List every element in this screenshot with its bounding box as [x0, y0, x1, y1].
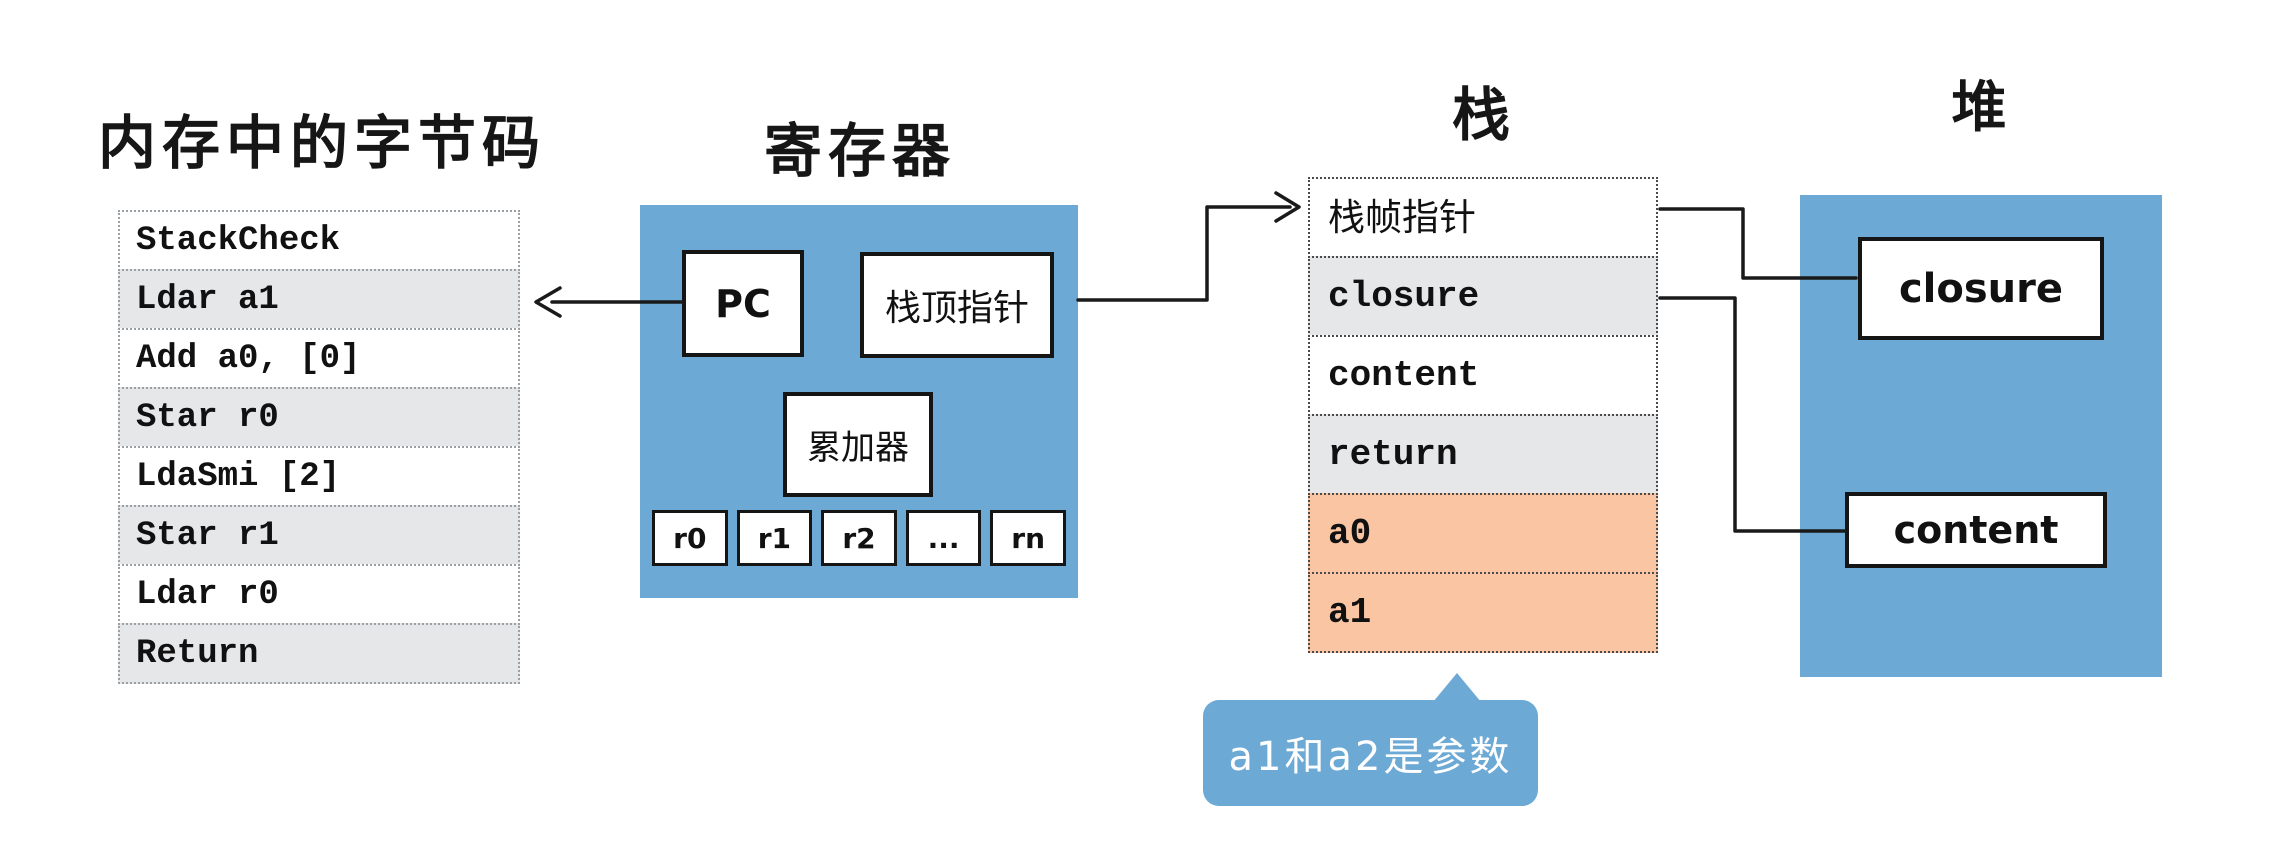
bytecode-row: Ldar a1: [118, 269, 520, 330]
heap-closure-box: closure: [1858, 237, 2104, 340]
callout-pointer-icon: [1433, 673, 1481, 702]
bytecode-section-title: 内存中的字节码: [98, 109, 547, 177]
registers-section-title: 寄存器: [763, 117, 957, 185]
heap-box: closure content: [1800, 195, 2162, 677]
stacktop-to-stack-arrow: [1076, 205, 1292, 302]
register-cell: r0: [652, 510, 728, 566]
heap-section-title: 堆: [1951, 75, 2013, 139]
register-cell: r1: [736, 510, 813, 566]
accumulator-box: 累加器: [783, 392, 933, 497]
register-cell: ...: [905, 510, 982, 566]
register-cell: rn: [990, 510, 1066, 566]
general-register-cells: r0 r1 r2 ... rn: [652, 510, 1066, 566]
bytecode-row: Star r1: [118, 505, 520, 566]
bytecode-row: StackCheck: [118, 210, 520, 271]
pc-to-bytecode-arrowhead: [534, 286, 562, 318]
stack-row-frame-pointer: 栈帧指针: [1308, 177, 1658, 258]
bytecode-row: LdaSmi [2]: [118, 446, 520, 507]
stack-row-closure: closure: [1308, 256, 1658, 337]
bytecode-row: Ldar r0: [118, 564, 520, 625]
stacktop-to-stack-arrowhead: [1274, 191, 1301, 223]
callout-text: a1和a2是参数: [1228, 734, 1513, 780]
stack-column: 栈帧指针 closure content return a0 a1: [1308, 177, 1658, 653]
stack-section-title: 栈: [1451, 81, 1517, 149]
bytecode-row: Star r0: [118, 387, 520, 448]
stack-top-pointer-box: 栈顶指针: [860, 252, 1054, 358]
heap-content-box: content: [1845, 492, 2107, 568]
bytecode-row: Return: [118, 623, 520, 684]
registers-box: PC 栈顶指针 累加器 r0 r1 r2 ... rn: [640, 205, 1078, 598]
stack-row-a0: a0: [1308, 493, 1658, 574]
params-callout-bubble: a1和a2是参数: [1203, 673, 1538, 806]
bytecode-list: StackCheck Ldar a1 Add a0, [0] Star r0 L…: [118, 210, 520, 684]
register-cell: r2: [821, 510, 897, 566]
bytecode-row: Add a0, [0]: [118, 328, 520, 389]
stack-row-a1: a1: [1308, 572, 1658, 653]
stack-row-content: content: [1308, 335, 1658, 416]
pc-register-box: PC: [682, 250, 804, 357]
stack-row-return: return: [1308, 414, 1658, 495]
